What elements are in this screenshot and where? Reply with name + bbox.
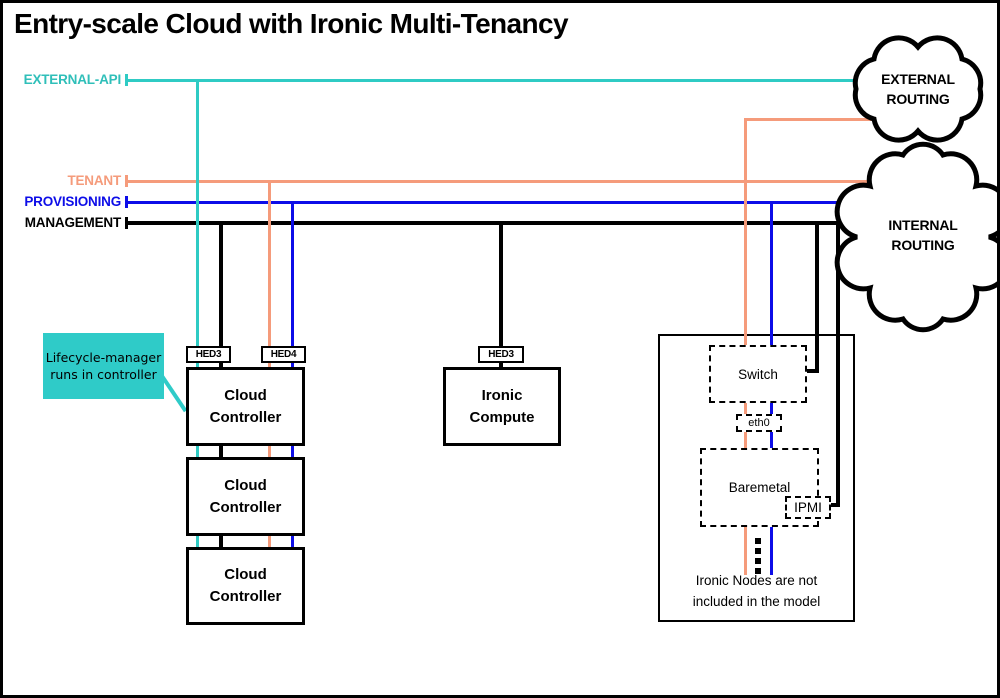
ipmi-label: IPMI — [794, 500, 822, 515]
ellipsis-dot — [755, 548, 761, 554]
ipmi-box: IPMI — [785, 496, 831, 519]
switch-box: Switch — [709, 345, 807, 403]
eth0-label: eth0 — [748, 417, 770, 429]
hed4-controller-box: HED4 — [261, 346, 306, 363]
hed3-compute-label: HED3 — [488, 349, 514, 360]
tenant-label: TENANT — [67, 173, 121, 188]
ironic-compute-line2: Compute — [469, 408, 535, 426]
cloud-controller-1: Cloud Controller — [186, 367, 305, 446]
cloud-controller-3-line1: Cloud — [224, 566, 267, 583]
internal-routing-line1: INTERNAL — [888, 217, 958, 233]
callout-line2: runs in controller — [50, 367, 157, 382]
switch-label: Switch — [738, 366, 778, 382]
management-label: MANAGEMENT — [24, 215, 121, 230]
callout-line1: Lifecycle-manager — [45, 350, 162, 365]
tenant-external-routing-link — [744, 118, 888, 121]
eth0-box: eth0 — [736, 414, 782, 432]
ironic-nodes-note: Ironic Nodes are not included in the mod… — [661, 570, 852, 612]
provisioning-bus-tick — [125, 196, 128, 208]
management-bus-tick — [125, 217, 128, 229]
ironic-compute-box: Ironic Compute — [443, 367, 561, 446]
hed3-controller-box: HED3 — [186, 346, 231, 363]
management-drop-ipmi — [836, 221, 840, 507]
external-api-drop-controller — [196, 79, 199, 549]
internal-routing-line2: ROUTING — [891, 237, 955, 253]
management-switch-elbow — [805, 369, 819, 373]
hed3-controller-label: HED3 — [195, 349, 222, 360]
provisioning-label: PROVISIONING — [24, 194, 121, 209]
page-title: Entry-scale Cloud with Ironic Multi-Tena… — [14, 8, 569, 39]
cloud-controller-1-line2: Controller — [209, 408, 282, 426]
management-drop-compute — [499, 221, 503, 368]
hed3-compute-box: HED3 — [478, 346, 524, 363]
external-routing-line1: EXTERNAL — [881, 71, 955, 87]
external-routing-label: EXTERNAL ROUTING — [856, 67, 980, 111]
internal-routing-cloud — [834, 141, 997, 333]
external-api-bus — [127, 79, 863, 82]
internal-routing-label: INTERNAL ROUTING — [856, 213, 990, 257]
ellipsis-dot — [755, 568, 761, 574]
external-routing-cloud — [852, 35, 984, 143]
cloud-controller-3-line2: Controller — [209, 588, 282, 605]
cloud-controller-2: Cloud Controller — [186, 457, 305, 536]
external-api-label: EXTERNAL-API — [23, 72, 122, 87]
ellipsis-dot — [755, 558, 761, 564]
external-routing-line2: ROUTING — [886, 91, 950, 107]
provisioning-bus — [127, 201, 865, 204]
ironic-compute-line1: Ironic — [481, 386, 523, 404]
cloud-controller-2-line1: Cloud — [224, 476, 267, 494]
note-line2: included in the model — [692, 594, 821, 609]
note-line1: Ironic Nodes are not — [695, 573, 818, 588]
hed4-controller-label: HED4 — [270, 349, 297, 360]
management-drop-switch — [815, 221, 819, 373]
tenant-bus-tick — [125, 175, 128, 187]
baremetal-label: Baremetal — [728, 480, 791, 495]
management-ipmi-elbow — [829, 503, 840, 507]
cloud-controller-2-line2: Controller — [209, 498, 282, 516]
external-api-bus-tick — [125, 74, 128, 86]
ellipsis-dot — [755, 538, 761, 544]
cloud-controller-1-line1: Cloud — [224, 386, 267, 404]
tenant-bus — [127, 180, 878, 183]
tenant-drop-controller — [268, 180, 271, 549]
cloud-controller-3: Cloud Controller — [186, 547, 305, 625]
lifecycle-manager-callout: Lifecycle-manager runs in controller — [43, 333, 164, 399]
